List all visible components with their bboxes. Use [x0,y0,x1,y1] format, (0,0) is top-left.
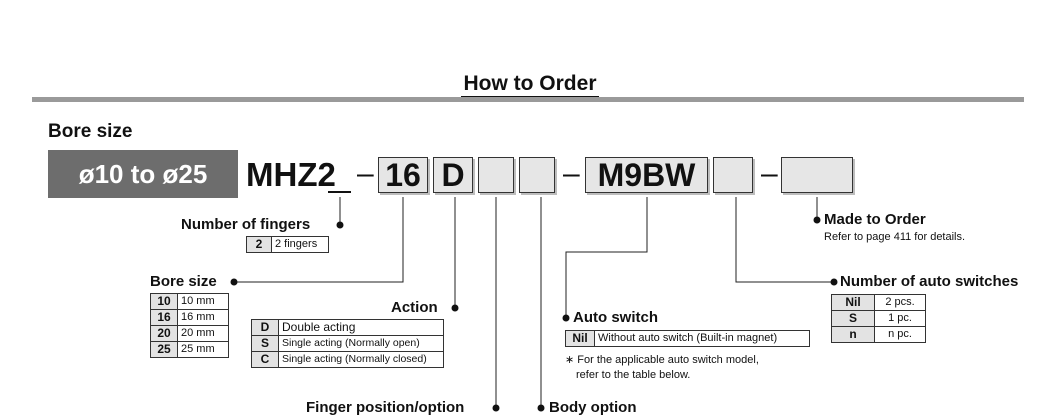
leader-dot-fingers [336,221,344,229]
code-dash-1: – [357,157,374,190]
number-of-auto-switches-label: Number of auto switches [840,273,1019,290]
made-to-order-note: Refer to page 411 for details. [824,231,966,243]
made-to-order-label: Made to Order [824,211,926,228]
leader-dot-bore [230,278,238,286]
number-of-fingers-label: Number of fingers [181,216,311,233]
leader-dot-auto-switch-count [830,278,838,286]
page-title: How to Order [0,72,1060,99]
auto-switch-note-line-1: ∗ For the applicable auto switch model, [565,354,759,366]
leader-dot-auto-switch [562,314,570,322]
number-of-fingers-table: 2 2 fingers [246,236,329,253]
body-option-code-box [519,157,555,193]
code-dash-2: – [563,157,580,190]
leader-dot-finger-position [492,404,500,412]
bore-code-box: 16 [378,157,428,193]
leader-dot-made-to-order [813,216,821,224]
body-option-label: Body option [549,399,637,416]
leader-dot-action [451,304,459,312]
table-row: 2 2 fingers [246,236,329,253]
finger-position-code-box [478,157,514,193]
finger-count-underline [328,191,351,193]
series-bore-size-label: Bore size [48,121,133,142]
auto-switch-label: Auto switch [573,309,658,326]
series-bore-range-badge: ø10 to ø25 [48,150,238,198]
code-dash-3: – [761,157,778,190]
finger-position-option-label: Finger position/option [306,399,465,416]
made-to-order-code-box [781,157,853,193]
action-label: Action [391,299,438,316]
leader-dot-body-option [537,404,545,412]
bore-size-label: Bore size [150,273,217,290]
auto-switch-note-line-2: refer to the table below. [576,369,691,381]
title-divider [32,97,1024,102]
model-code: MHZ2 [246,156,336,193]
switch-count-code-box [713,157,753,193]
auto-switch-code-box: M9BW [585,157,708,193]
action-code-box: D [433,157,473,193]
